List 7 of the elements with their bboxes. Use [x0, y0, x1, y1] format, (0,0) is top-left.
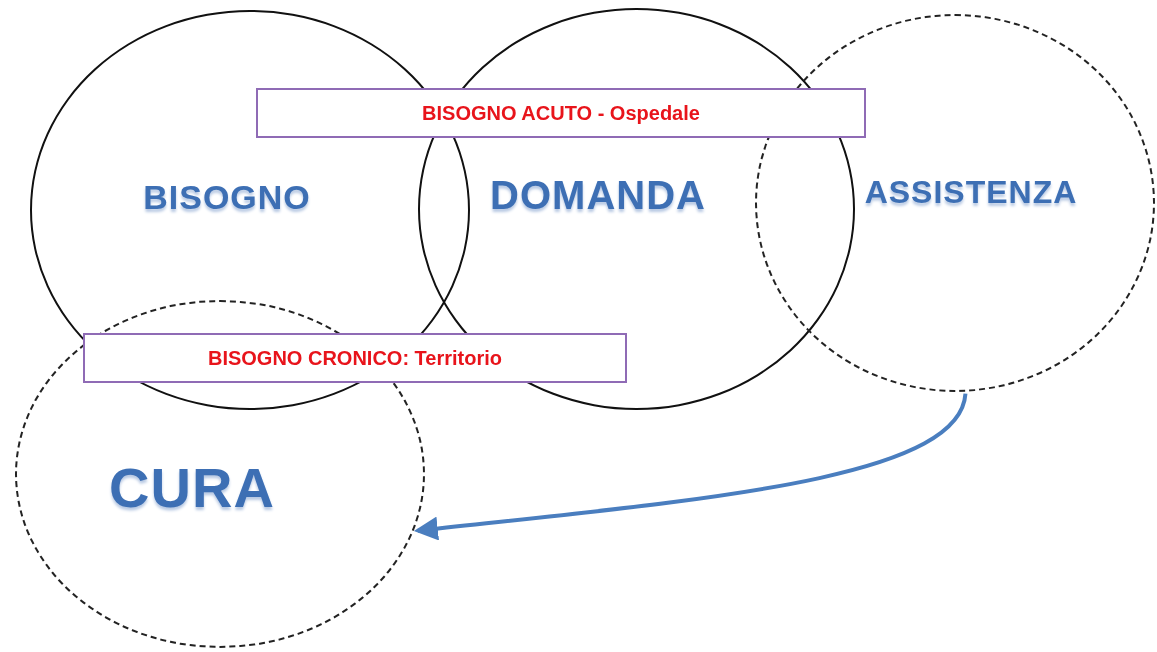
circle-label: CURA: [109, 454, 275, 520]
label-box: BISOGNO CRONICO: Territorio: [83, 333, 627, 383]
circle-label: DOMANDA: [490, 172, 706, 218]
label-box: BISOGNO ACUTO - Ospedale: [256, 88, 866, 138]
arrow: [413, 393, 968, 541]
circle-label: BISOGNO: [143, 177, 311, 217]
circle-label: ASSISTENZA: [864, 173, 1078, 211]
